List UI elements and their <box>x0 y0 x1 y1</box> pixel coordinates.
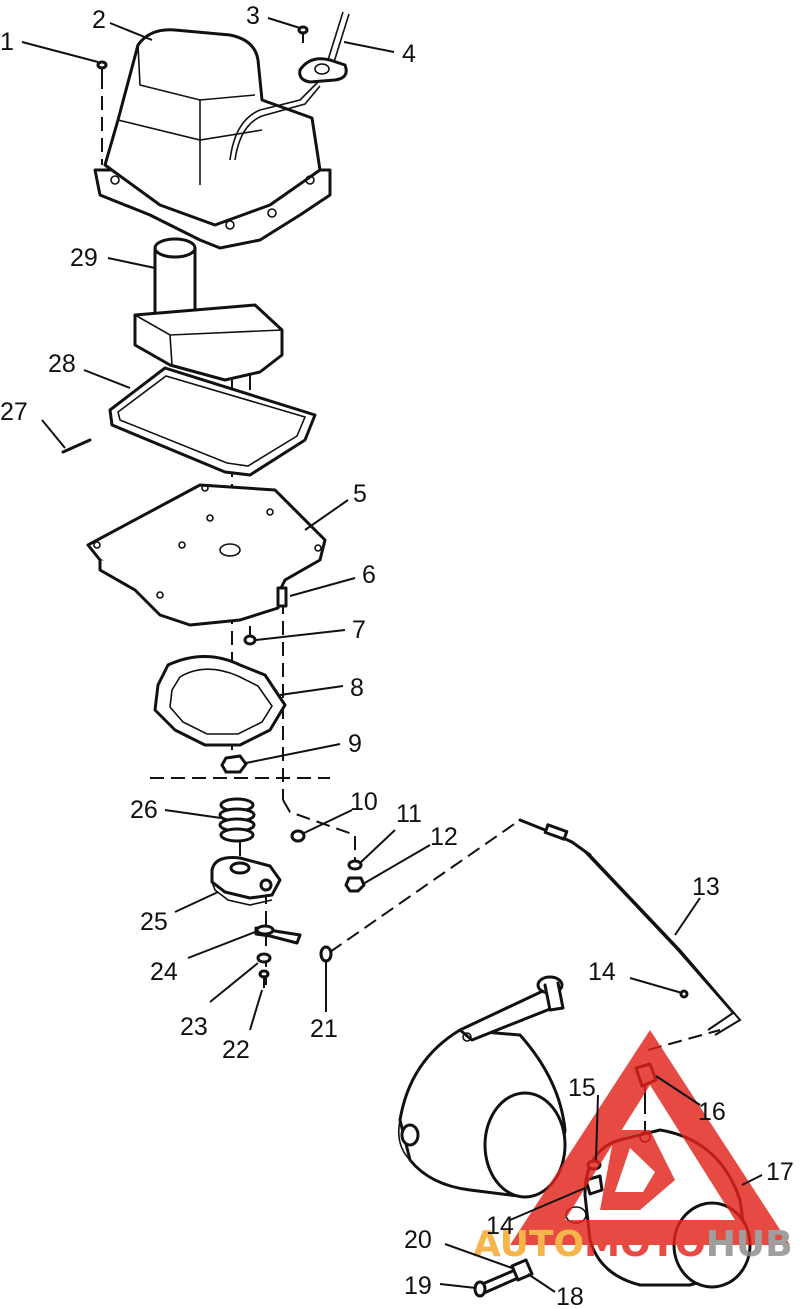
callout-10: 10 <box>350 788 378 816</box>
cam-lever-25 <box>210 856 282 906</box>
callout-7: 7 <box>352 616 366 644</box>
callout-21: 21 <box>310 1015 338 1043</box>
screw-22 <box>258 969 270 988</box>
callout-17: 17 <box>766 1158 794 1186</box>
leader-lines <box>21 17 763 1293</box>
callout-29: 29 <box>70 244 98 272</box>
callout-12: 12 <box>430 823 458 851</box>
callout-28: 28 <box>48 350 76 378</box>
nut-9 <box>220 754 248 774</box>
callout-23: 23 <box>180 1013 208 1041</box>
callout-9: 9 <box>348 730 362 758</box>
callout-3: 3 <box>246 2 260 30</box>
callout-22: 22 <box>222 1036 250 1064</box>
callout-13: 13 <box>692 873 720 901</box>
callout-5: 5 <box>353 480 367 508</box>
spring-26 <box>218 797 256 843</box>
bolt-19 <box>473 1268 520 1298</box>
grommet-bracket <box>298 11 350 84</box>
pin-27 <box>61 438 92 454</box>
watermark-logo: AUTOMOTOHUB <box>473 1030 793 1265</box>
watermark-triangle <box>510 1030 790 1245</box>
bushing-18 <box>510 1258 534 1282</box>
top-cover <box>93 28 332 250</box>
watermark-hub: HUB <box>706 1224 793 1265</box>
callout-4: 4 <box>402 40 416 68</box>
callout-11: 11 <box>396 800 422 828</box>
watermark-moto: MOTO <box>584 1224 706 1265</box>
gasket-8 <box>153 655 287 747</box>
callout-16: 16 <box>698 1098 726 1126</box>
svg-text:AUTOMOTOHUB: AUTOMOTOHUB <box>473 1224 793 1265</box>
callout-8: 8 <box>350 674 364 702</box>
throttle-body-left <box>397 975 567 1199</box>
control-rod-13 <box>518 818 742 1036</box>
arm-24 <box>254 924 302 945</box>
actuator-body <box>133 237 284 410</box>
base-plate <box>86 483 327 627</box>
stud-6 <box>276 586 288 608</box>
callout-15: 15 <box>568 1074 596 1102</box>
callout-2: 2 <box>92 6 106 34</box>
gasket-28 <box>108 366 317 477</box>
callout-14-lower: 14 <box>486 1212 514 1240</box>
callout-24: 24 <box>150 958 178 986</box>
callout-20: 20 <box>404 1226 432 1254</box>
watermark-inner-mark <box>600 1130 675 1210</box>
callout-19: 19 <box>404 1272 432 1300</box>
nut-10 <box>290 829 306 843</box>
washer-23 <box>256 952 272 964</box>
screw-3 <box>297 25 309 43</box>
screw-7 <box>243 626 257 646</box>
callout-18: 18 <box>556 1283 584 1309</box>
callout-26: 26 <box>130 796 158 824</box>
watermark-auto: AUTO <box>473 1224 584 1265</box>
callout-14-upper: 14 <box>588 958 616 986</box>
nut-12 <box>344 876 366 893</box>
clip-14-upper <box>679 989 689 999</box>
washer-11 <box>347 859 363 871</box>
ball-joint-21 <box>319 945 333 963</box>
callout-27: 27 <box>0 398 28 426</box>
screw-1 <box>96 60 108 78</box>
callout-25: 25 <box>140 908 168 936</box>
callout-1: 1 <box>0 28 14 56</box>
callout-6: 6 <box>362 561 376 589</box>
